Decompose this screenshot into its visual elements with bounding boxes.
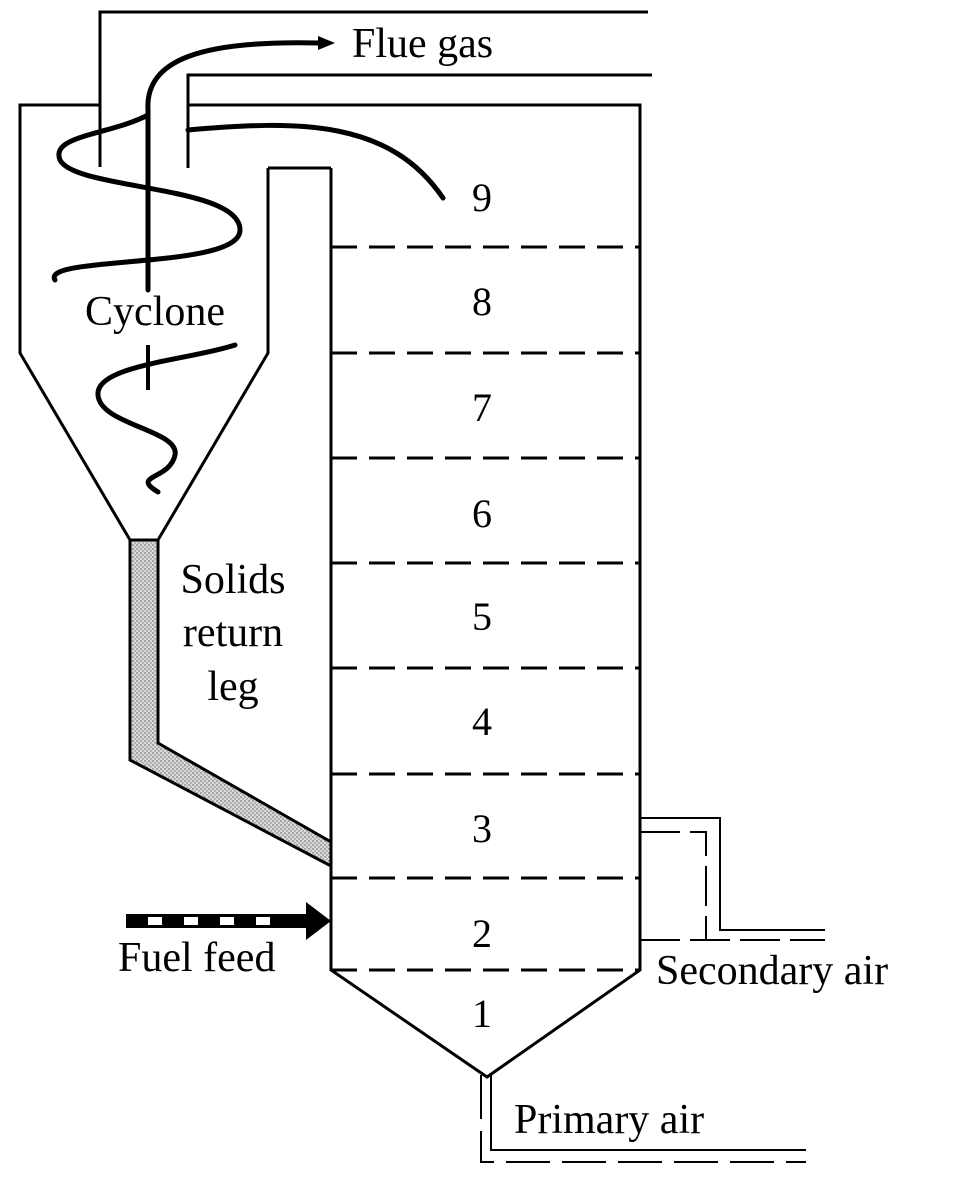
zone-number-5: 5 xyxy=(472,594,492,639)
zone-number-3: 3 xyxy=(472,806,492,851)
fuel-feed-gap xyxy=(220,917,234,925)
primary-air-pipe xyxy=(480,1075,806,1163)
zone-number-4: 4 xyxy=(472,699,492,744)
fuel-feed-gap xyxy=(184,917,198,925)
flue-gas-label: Flue gas xyxy=(352,21,493,67)
fuel-feed-gap xyxy=(256,917,270,925)
zone-number-9: 9 xyxy=(472,175,492,220)
flue-gas-path xyxy=(145,40,323,293)
zone-dividers xyxy=(331,245,640,972)
inlet-gas-path xyxy=(185,122,446,201)
primary-air-label: Primary air xyxy=(514,1097,704,1143)
cyclone-vortex-finder xyxy=(98,10,648,167)
solids-return-leg-label-line2: return xyxy=(183,610,283,656)
zone-numbers: 1 2 3 4 5 6 7 8 9 xyxy=(472,175,492,1036)
cyclone-label: Cyclone xyxy=(85,289,225,335)
riser-wall xyxy=(188,103,642,1079)
fuel-feed-gap xyxy=(148,917,162,925)
solids-return-leg-label-line1: Solids xyxy=(180,557,285,603)
fuel-feed-label: Fuel feed xyxy=(118,935,275,981)
fuel-feed-arrowhead xyxy=(306,902,331,940)
secondary-air-label: Secondary air xyxy=(656,948,888,994)
cyclone xyxy=(18,10,652,542)
zone-number-8: 8 xyxy=(472,279,492,324)
primary-air-pipe-outer xyxy=(480,1075,806,1163)
flue-gas-arrowhead xyxy=(318,36,335,50)
gas-flow-paths xyxy=(52,40,446,495)
diagram-labels: Flue gas Cyclone Solids return leg Fuel … xyxy=(85,21,888,1143)
cyclone-swirl-upper xyxy=(52,112,243,283)
zone-number-6: 6 xyxy=(472,491,492,536)
secondary-air-pipe xyxy=(640,817,825,941)
riser xyxy=(186,103,642,1079)
fuel-feed-arrow xyxy=(126,902,331,940)
solids-return-leg-label-line3: leg xyxy=(207,664,258,710)
solids-return-leg-fill xyxy=(128,538,333,869)
solids-return-leg xyxy=(128,538,333,869)
flue-gas-duct-lower xyxy=(186,73,652,105)
zone-number-7: 7 xyxy=(472,385,492,430)
cyclone-swirl-lower xyxy=(95,342,238,495)
zone-number-2: 2 xyxy=(472,911,492,956)
secondary-air-pipe-outer xyxy=(640,817,825,931)
secondary-air-pipe-inner xyxy=(640,831,707,940)
zone-number-1: 1 xyxy=(472,991,492,1036)
primary-air-pipe-inner xyxy=(490,1075,806,1151)
